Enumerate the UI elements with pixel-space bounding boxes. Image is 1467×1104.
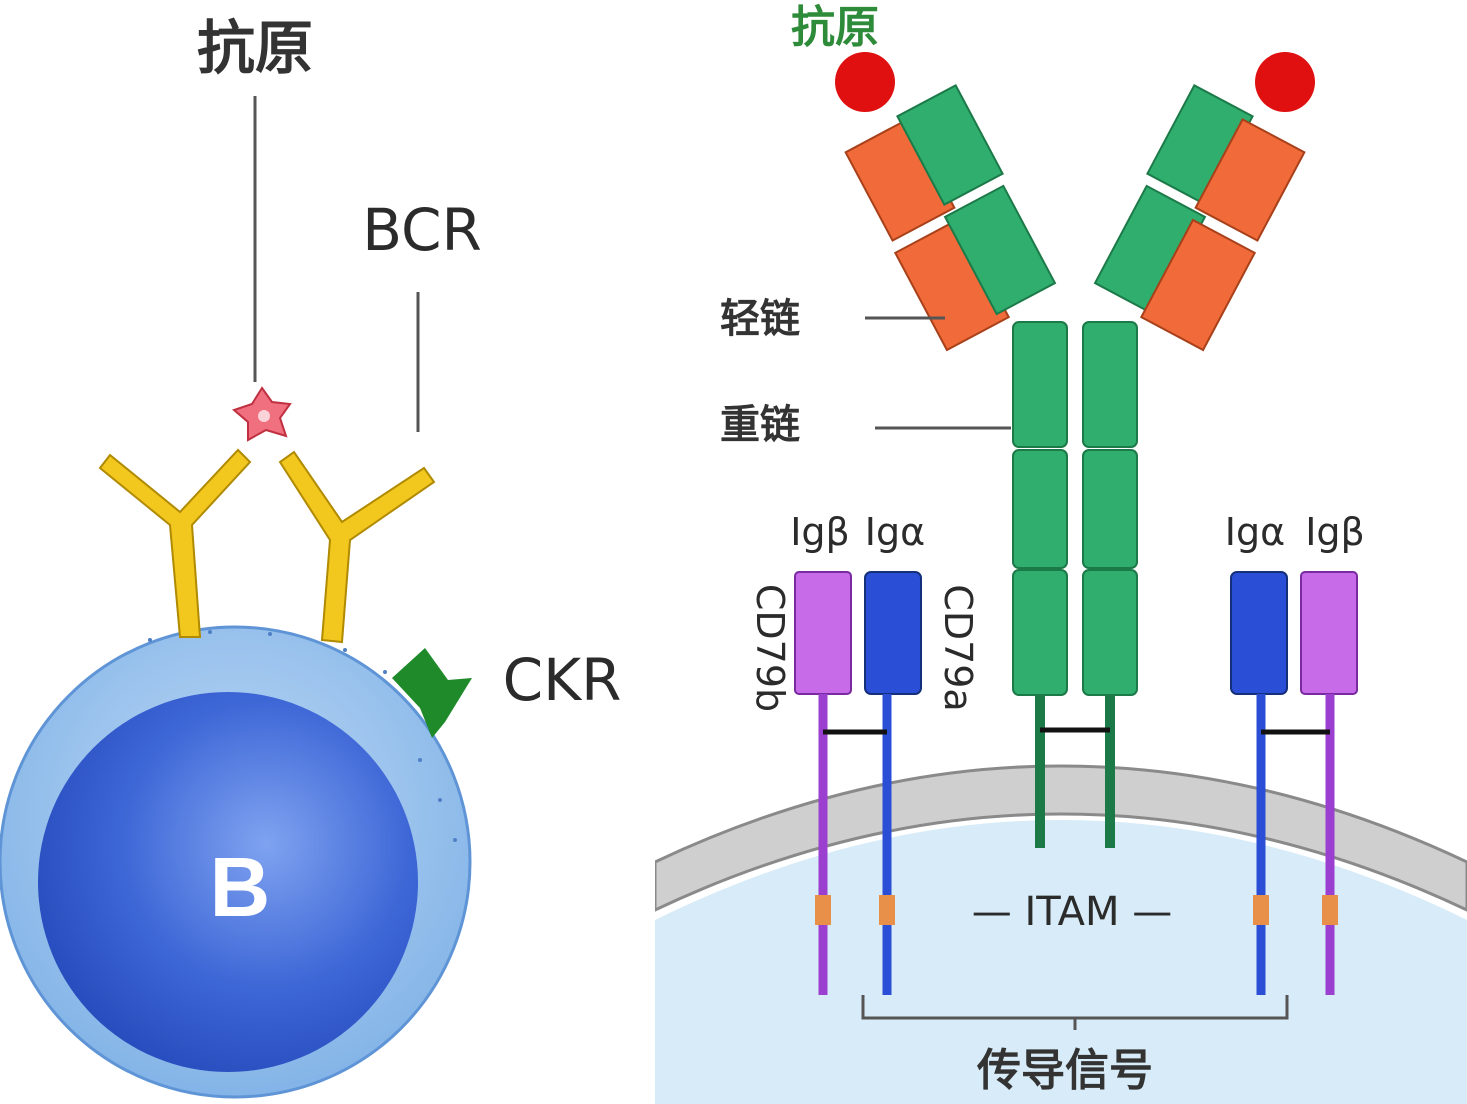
light-chain-right	[1139, 118, 1306, 352]
itam-label: — ITAM —	[972, 889, 1172, 935]
ig-alpha-right-label: Igα	[1225, 510, 1285, 554]
ckr-receptor-icon	[392, 648, 472, 738]
antigen-label-left: 抗原	[197, 14, 313, 82]
cd79b-label: CD79b	[748, 584, 792, 712]
membrane-dots	[148, 630, 457, 842]
b-cell-panel: 抗原 BCR B CKR	[0, 0, 655, 1104]
bcr-receptor-left	[98, 448, 252, 638]
ig-beta-left	[794, 571, 852, 995]
light-chain-label: 轻链	[720, 296, 800, 342]
bcr-structure-diagram: 抗原 轻链 重链 Igβ Igα Igα Igβ	[655, 2, 1467, 1104]
signal-transduction-label: 传导信号	[976, 1045, 1153, 1096]
ckr-label: CKR	[503, 646, 622, 714]
heavy-chain-stem-left	[1012, 321, 1068, 696]
ig-beta-right-label: Igβ	[1305, 510, 1365, 554]
heavy-chain-left-arm	[896, 84, 1057, 316]
bcr-receptor-right	[278, 450, 436, 644]
bcr-label: BCR	[362, 196, 482, 264]
heavy-chain-label: 重链	[720, 402, 800, 448]
antigen-left-icon	[835, 52, 895, 112]
cell-label-b: B	[210, 840, 271, 934]
heavy-chain-stem-right	[1082, 321, 1138, 696]
antigen-star-icon	[232, 386, 292, 442]
bcr-structure-panel: 抗原 轻链 重链 Igβ Igα Igα Igβ	[655, 0, 1467, 1104]
ig-alpha-right	[1230, 571, 1288, 995]
ig-alpha-left-label: Igα	[865, 510, 925, 554]
b-cell-nucleus	[38, 692, 418, 1072]
antigen-label-right: 抗原	[791, 2, 879, 53]
antigen-right-icon	[1255, 52, 1315, 112]
cd79a-label: CD79a	[936, 584, 980, 711]
ig-alpha-left	[864, 571, 922, 995]
ig-beta-right	[1300, 571, 1358, 995]
b-cell-diagram: 抗原 BCR B CKR	[0, 14, 622, 1099]
ig-beta-left-label: Igβ	[790, 510, 850, 554]
